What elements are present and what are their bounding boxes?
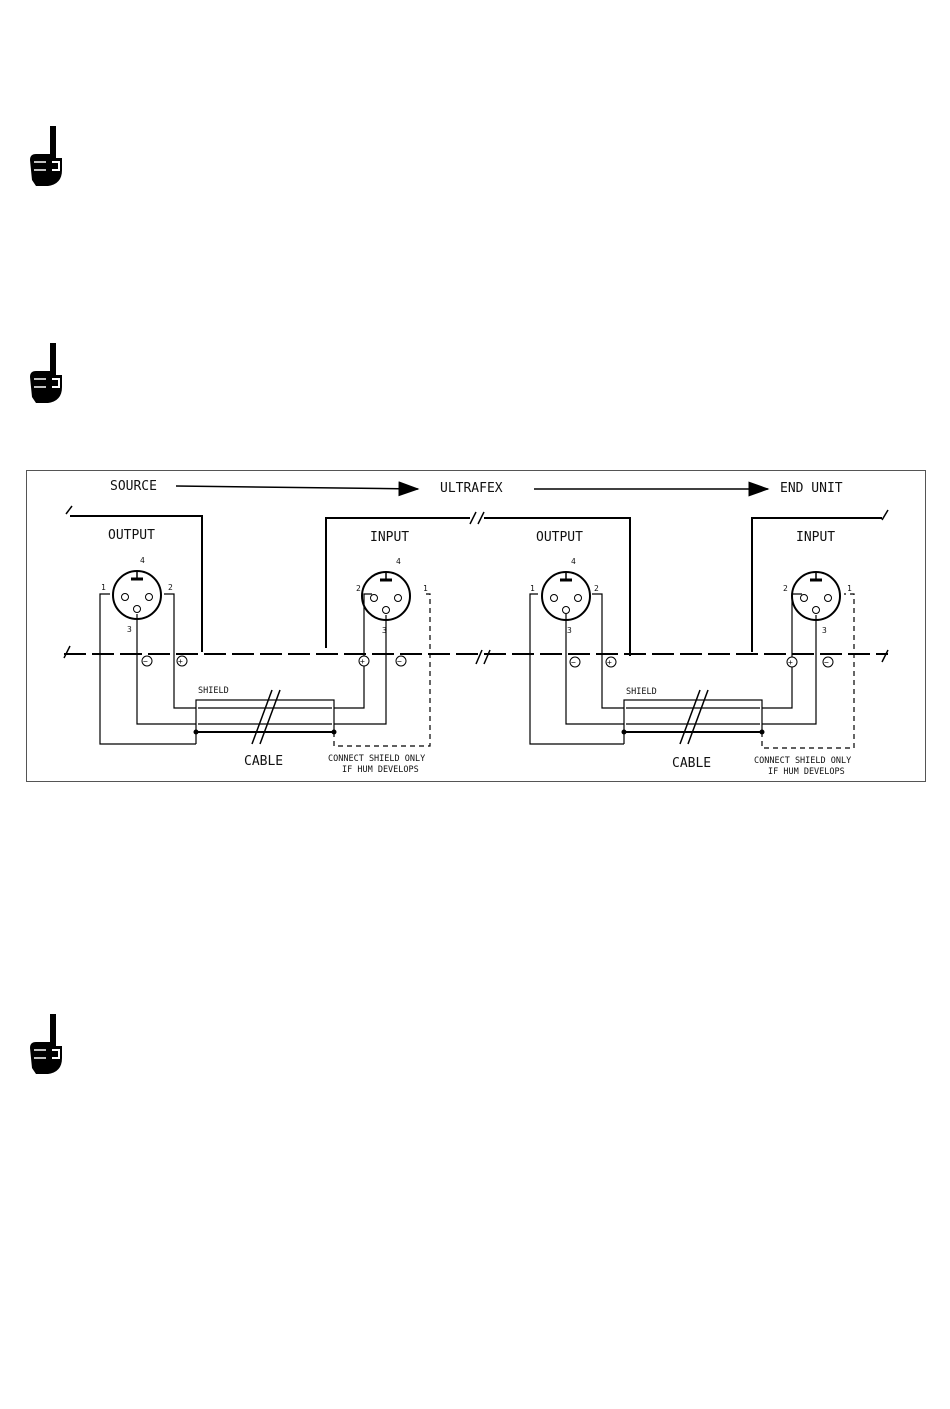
xlr-connector [362,572,410,620]
cable-label: CABLE [244,754,283,769]
source-label: SOURCE [110,479,157,494]
unit-label-input: INPUT [370,530,409,545]
shield-note: IF HUM DEVELOPS [342,765,419,775]
wiring-diagram: SOURCE ULTRAFEX END UNIT OUTPUT INPUT OU… [26,470,926,782]
polarity-marker: + [787,657,797,667]
pin-label: + [360,657,365,666]
pin-label: − [143,657,148,666]
pin-label: − [824,658,829,667]
xlr-connector [542,572,590,620]
pointing-hand-icon [26,1012,64,1078]
polarity-marker: + [606,657,616,667]
pin-label: 1 [530,584,535,593]
pin-label: 3 [822,626,827,635]
pin-label: 4 [140,556,145,565]
polarity-marker: − [823,657,833,667]
cable-wiring [530,594,816,744]
polarity-marker: + [359,656,369,666]
ultrafex-label: ULTRAFEX [440,481,503,496]
polarity-marker: − [396,656,406,666]
unit-label-output: OUTPUT [108,528,155,543]
shield-label: SHIELD [198,686,229,696]
pin-label: 4 [571,557,576,566]
pin-label: − [571,658,576,667]
optional-shield-wire [762,594,854,748]
break-marks [470,512,490,664]
pin-label: 1 [101,583,106,592]
polarity-marker: + [177,656,187,666]
pin-label: 2 [594,584,599,593]
pin-label: 2 [168,583,173,592]
pin-label: 1 [847,584,852,593]
pin-label: 4 [396,557,401,566]
cable-wiring [100,594,386,744]
shield-note: CONNECT SHIELD ONLY [754,756,851,766]
unit-label-output: OUTPUT [536,530,583,545]
pin-label: 3 [567,626,572,635]
pin-label: + [607,658,612,667]
shield-note: IF HUM DEVELOPS [768,767,845,777]
pin-label: 2 [356,584,361,593]
pin-label: 1 [423,584,428,593]
pointing-hand-icon [26,341,64,407]
pin-label: + [178,657,183,666]
chassis-lines [66,506,888,656]
unit-label-input: INPUT [796,530,835,545]
polarity-marker: − [142,656,152,666]
shield-note: CONNECT SHIELD ONLY [328,754,425,764]
shield-label: SHIELD [626,687,657,697]
optional-shield-wire [334,594,430,746]
pin-label: + [788,658,793,667]
xlr-connector [792,572,840,620]
end-unit-label: END UNIT [780,481,843,496]
pin-label: − [397,657,402,666]
polarity-marker: − [570,657,580,667]
pin-label: 3 [127,625,132,634]
pin-label: 2 [783,584,788,593]
pointing-hand-icon [26,124,64,190]
flow-arrow [176,486,418,489]
cable-label: CABLE [672,756,711,771]
xlr-connector [113,571,161,619]
